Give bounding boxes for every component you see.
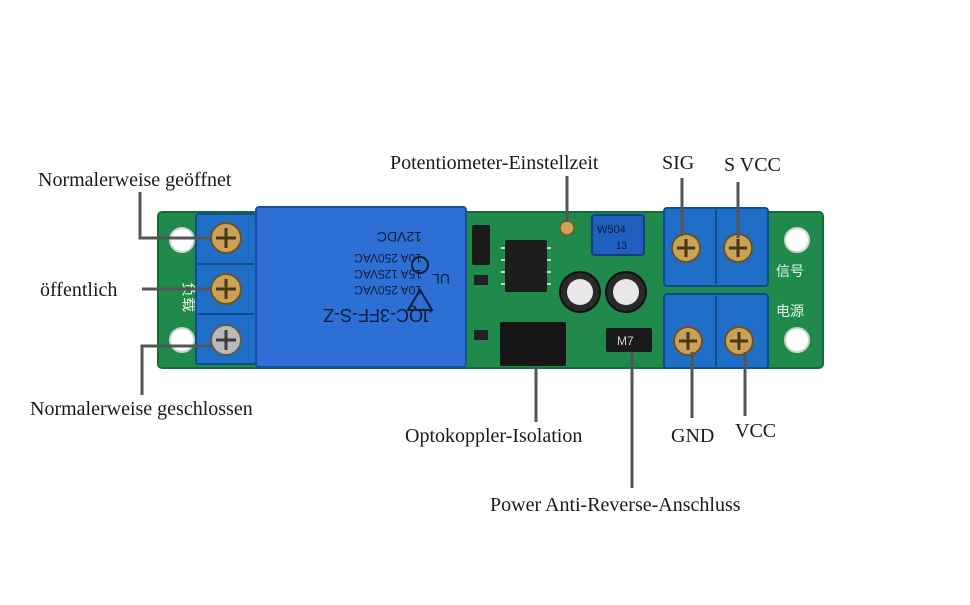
pot-code: W504	[597, 224, 626, 236]
screw-nc	[210, 324, 242, 356]
timer-ic	[505, 240, 547, 292]
label-s-vcc: S VCC	[724, 154, 781, 176]
callout-normally-open	[138, 192, 212, 240]
capacitor-1-top	[567, 279, 593, 305]
label-gnd: GND	[671, 425, 715, 447]
relay-model-text: JQC-3FF-S-Z	[323, 305, 432, 325]
signal-cn-marking: 信号	[776, 263, 804, 279]
smd-resistor-1	[474, 275, 488, 285]
power-cn-marking: 电源	[776, 303, 804, 319]
mounting-hole-left-top	[169, 227, 195, 253]
label-common: öffentlich	[40, 279, 118, 301]
relay	[255, 206, 467, 368]
label-normally-closed: Normalerweise geschlossen	[30, 398, 253, 420]
screw-vcc	[724, 326, 754, 356]
diode-vertical	[472, 225, 490, 265]
screw-no	[210, 222, 242, 254]
screw-gnd	[673, 326, 703, 356]
ul-mark: UL	[432, 271, 450, 287]
pot-adjust-screw	[559, 220, 575, 236]
load-cn-marking: 负载	[180, 282, 197, 312]
label-anti-reverse: Power Anti-Reverse-Anschluss	[490, 494, 741, 516]
label-vcc: VCC	[735, 420, 777, 442]
mounting-hole-right-top	[784, 227, 810, 253]
label-sig: SIG	[662, 152, 695, 174]
capacitor-2-top	[613, 279, 639, 305]
optocoupler	[500, 322, 566, 366]
relay-rating-3: 10A 250VAC	[354, 251, 422, 265]
relay-rating-1: 10A 250VAC	[354, 283, 422, 297]
screw-sig	[671, 233, 701, 263]
screw-com	[210, 273, 242, 305]
callout-normally-closed	[140, 344, 212, 395]
relay-warning-mark	[406, 288, 434, 311]
label-potentiometer: Potentiometer-Einstellzeit	[390, 152, 599, 174]
potentiometer	[591, 214, 645, 256]
label-normally-open: Normalerweise geöffnet	[38, 169, 232, 191]
relay-voltage: 12VDC	[377, 229, 422, 245]
pot-sub: 13	[616, 241, 628, 252]
screw-s-vcc	[723, 233, 753, 263]
relay-rating-2: 15A 125VAC	[354, 267, 422, 281]
callout-lines	[138, 176, 747, 488]
anti-reverse-diode	[606, 328, 652, 352]
label-optocoupler: Optokoppler-Isolation	[405, 425, 583, 447]
smd-resistor-2	[474, 330, 488, 340]
mounting-hole-left-bottom	[169, 327, 195, 353]
mounting-hole-right-bottom	[784, 327, 810, 353]
diode-mark: M7	[617, 334, 634, 348]
ccc-mark	[411, 256, 429, 274]
